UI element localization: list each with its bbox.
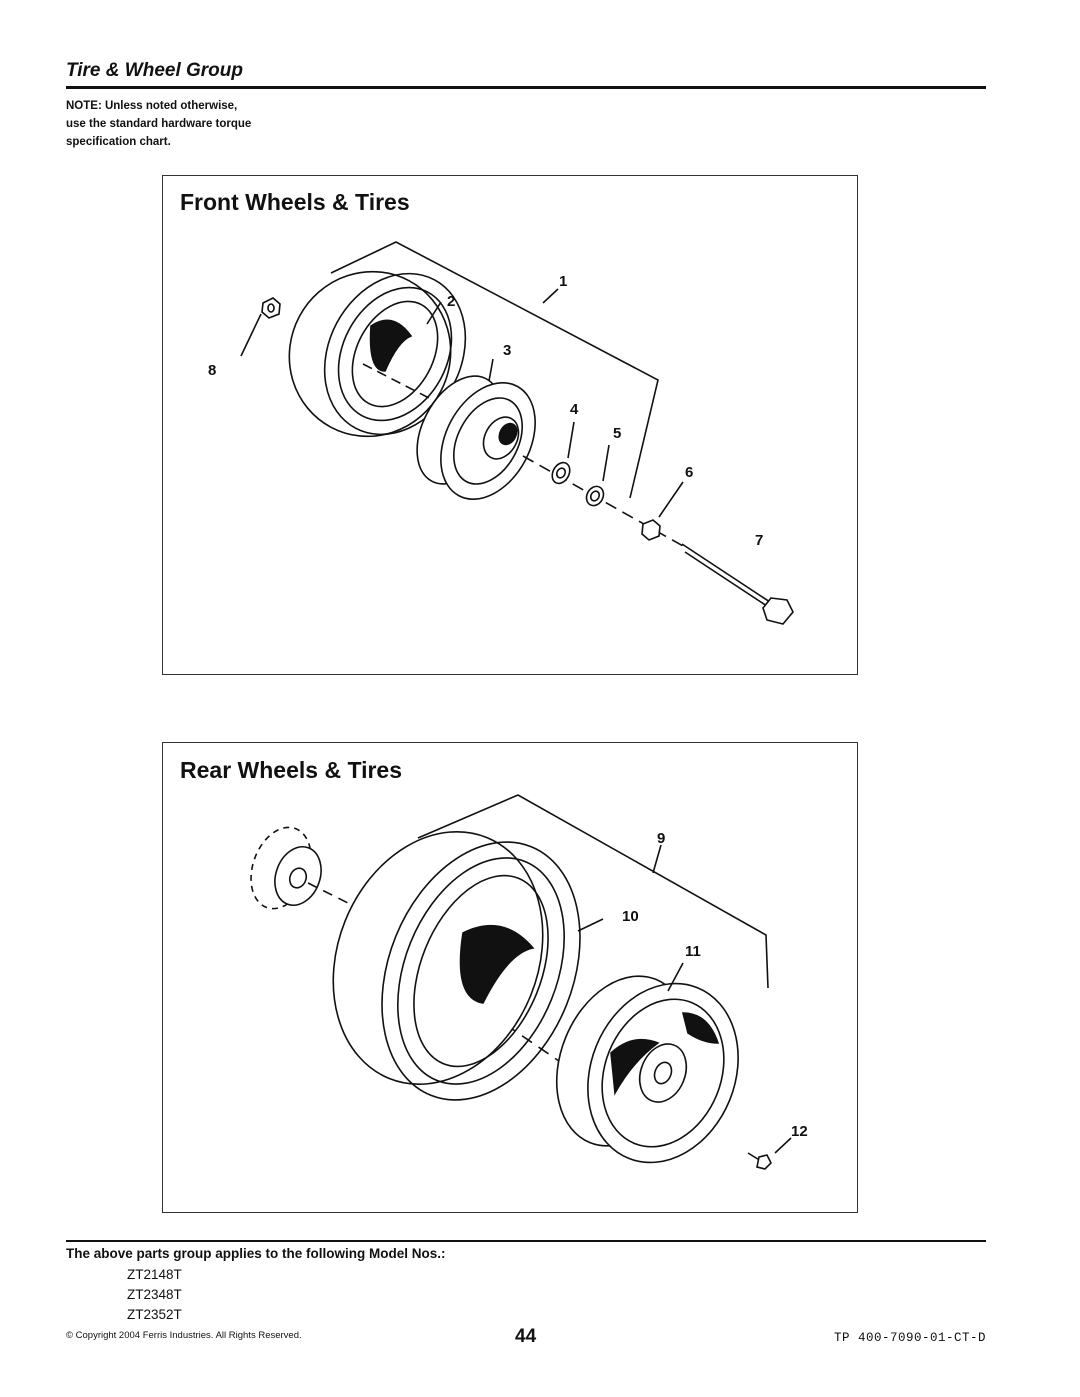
- page-number: 44: [515, 1326, 537, 1347]
- copyright: © Copyright 2004 Ferris Industries. All …: [66, 1330, 302, 1341]
- callout-9: 9: [657, 830, 665, 847]
- callout-8: 8: [208, 362, 216, 379]
- rear-wheels-panel: 9 10 11 12 Rear Wheels & Tires: [162, 742, 858, 1213]
- header-rule: [66, 86, 986, 89]
- callout-2: 2: [447, 293, 455, 310]
- rear-wheel-diagram: 9 10 11 12: [250, 794, 808, 1170]
- rear-panel-title: Rear Wheels & Tires: [180, 757, 403, 783]
- model-number: ZT2348T: [127, 1287, 182, 1302]
- torque-note: NOTE: Unless noted otherwise, use the st…: [66, 97, 326, 151]
- front-panel-title: Front Wheels & Tires: [180, 189, 410, 215]
- callout-12: 12: [791, 1123, 808, 1140]
- callout-7: 7: [755, 532, 763, 549]
- applies-heading: The above parts group applies to the fol…: [66, 1246, 446, 1261]
- note-line: specification chart.: [66, 136, 171, 148]
- callout-5: 5: [613, 425, 621, 442]
- callout-1: 1: [559, 273, 567, 290]
- note-line: use the standard hardware torque: [66, 118, 252, 130]
- callout-6: 6: [685, 464, 693, 481]
- model-number: ZT2352T: [127, 1307, 182, 1322]
- model-list: ZT2148T ZT2348T ZT2352T: [127, 1265, 182, 1325]
- section-title: Tire & Wheel Group: [66, 60, 244, 81]
- document-number: TP 400-7090-01-CT-D: [833, 1331, 986, 1345]
- callout-10: 10: [622, 908, 639, 925]
- front-wheel-diagram: 1 2 3 4 5 6 7 8: [208, 241, 794, 625]
- callout-11: 11: [685, 943, 701, 960]
- callout-3: 3: [503, 342, 511, 359]
- callout-4: 4: [570, 401, 579, 418]
- note-line: NOTE: Unless noted otherwise,: [66, 100, 238, 112]
- front-wheels-panel: 1 2 3 4 5 6 7 8 Front Wheels & Tires: [162, 175, 858, 675]
- model-number: ZT2148T: [127, 1267, 182, 1282]
- footer-rule: [66, 1240, 986, 1242]
